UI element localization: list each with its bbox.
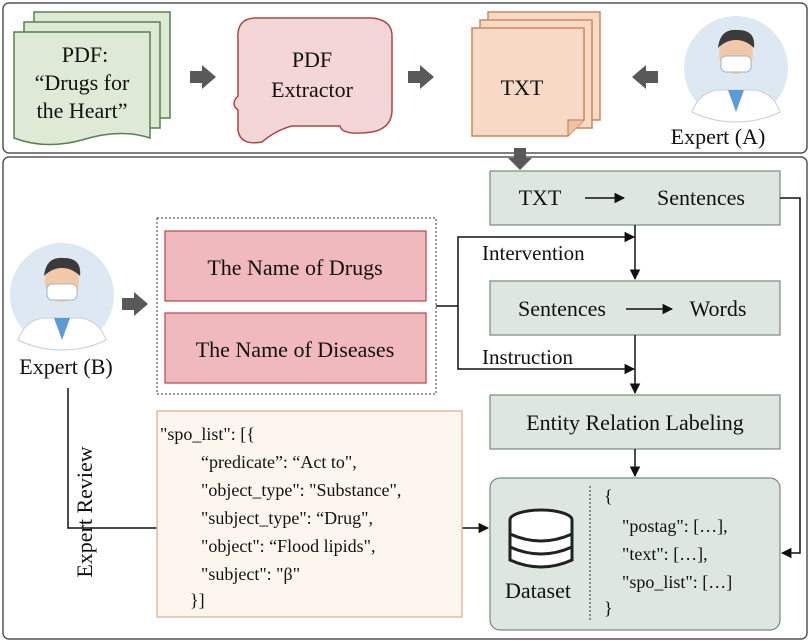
expert-b-label: Expert (B) [19,354,112,379]
drugs-box: The Name of Drugs [164,230,427,302]
spo-line-1: "spo_list": [{ [160,424,255,444]
pdf-label-line-2: “Drugs for [35,70,130,95]
arrow-pdf-to-extractor [190,65,216,89]
step1-to: Sentences [657,185,745,210]
arrow-extractor-to-txt [408,65,434,89]
spo-line-4: "subject_type": “Drug", [201,508,373,528]
dataset-label: Dataset [505,578,571,603]
intervention-connector [457,231,636,306]
expert-a-avatar: Expert (A) [671,16,788,149]
arrow-expert-b-to-names [122,292,148,316]
step-entity-relation-labeling: Entity Relation Labeling [489,394,781,450]
dataset-json-line-2: "postag": […], [622,516,728,536]
step1-from: TXT [519,185,562,210]
step-txt-to-sentences: TXT Sentences [489,170,781,226]
arrow-txt-to-steps [508,148,532,170]
dataset-json-line-4: "spo_list": […] [622,572,732,592]
expert-review-label: Expert Review [72,446,97,577]
diseases-box: The Name of Diseases [164,312,427,384]
dataset-box: Dataset { "postag": […], "text": […], "s… [489,477,781,631]
bottom-panel [2,156,808,640]
intervention-label: Intervention [482,241,585,265]
spo-line-3: "object_type": "Substance", [201,480,401,500]
pdf-document-stack: PDF: “Drugs for the Heart” [13,11,171,146]
extractor-line-1: PDF [292,47,332,72]
names-group [156,217,437,395]
step-sentences-to-words: Sentences Words [489,280,781,336]
expert-a-label: Expert (A) [671,124,766,149]
dataset-json-line-3: "text": […], [622,544,708,564]
dataset-json-line-5: } [604,598,613,618]
pdf-label-line-1: PDF: [62,42,108,67]
pdf-extractor: PDF Extractor [233,17,393,144]
pdf-label-line-3: the Heart” [37,98,128,123]
instruction-connector [457,306,636,375]
spo-line-5: "object": “Flood lipids", [201,536,376,556]
labeling-label: Entity Relation Labeling [526,410,744,435]
step2-from: Sentences [518,296,606,321]
txt-label: TXT [501,75,544,100]
extractor-line-2: Extractor [271,77,354,102]
arrow-right-bypass [780,197,801,559]
spo-line-6: "subject": "β" [201,564,300,584]
diseases-box-label: The Name of Diseases [196,337,395,362]
spo-line-7: }] [190,590,205,610]
database-icon [508,508,574,569]
drugs-box-label: The Name of Drugs [207,255,382,280]
dataset-json-line-1: { [604,486,613,506]
instruction-label: Instruction [482,345,573,369]
top-panel [2,2,808,154]
expert-b-avatar: Expert (B) [10,243,114,379]
arrow-expert-a-to-txt [632,65,658,89]
txt-document-stack: TXT [471,11,601,137]
step2-to: Words [690,296,747,321]
spo-line-2: “predicate”: “Act to", [201,452,357,472]
spo-example-box [156,410,463,618]
